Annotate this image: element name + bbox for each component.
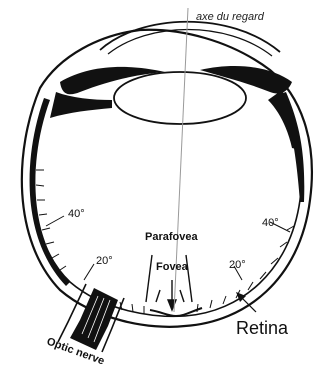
ciliary-body-left — [50, 92, 112, 118]
optic-nerve-shape — [70, 288, 118, 350]
angle-40-right-label: 40° — [262, 217, 279, 229]
parafovea-label: Parafovea — [145, 231, 198, 243]
angle-40-left-label: 40° — [68, 208, 85, 220]
lens — [114, 72, 246, 124]
fovea-label: Fovea — [156, 261, 189, 273]
angle-20-right-label: 20° — [229, 259, 246, 271]
angle-40-left-leader — [46, 216, 64, 226]
cornea — [100, 22, 280, 52]
retina-label: Retina — [236, 318, 289, 338]
angle-20-left-leader — [84, 264, 94, 280]
choroid-band — [30, 98, 70, 286]
angle-20-left-label: 20° — [96, 255, 113, 267]
gaze-axis-label: axe du regard — [196, 11, 265, 23]
